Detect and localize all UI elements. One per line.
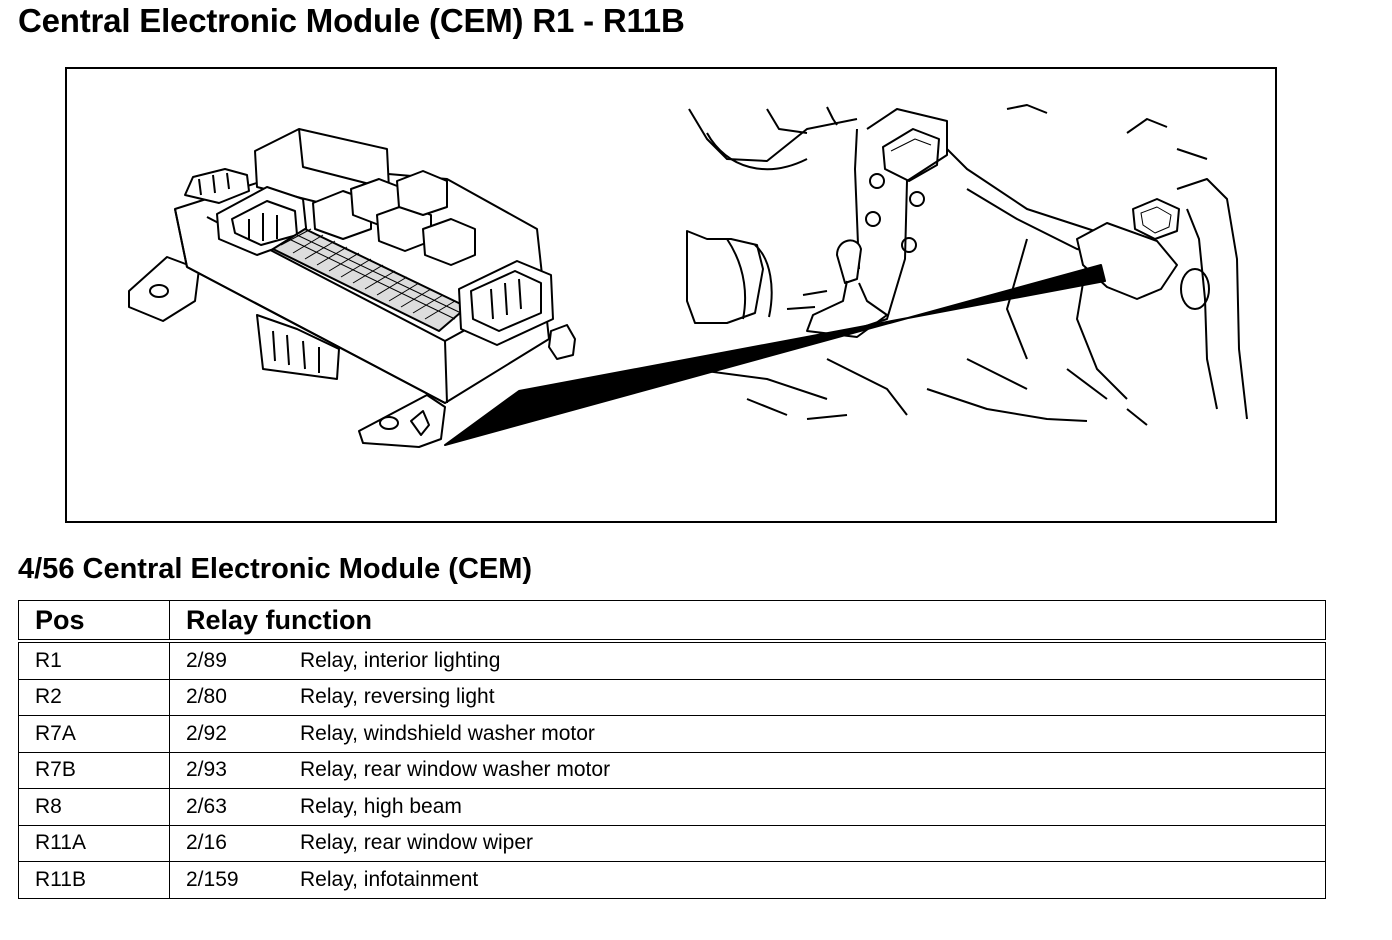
table-row: R11A 2/16 Relay, rear window wiper: [18, 824, 1326, 862]
table-row: R8 2/63 Relay, high beam: [18, 788, 1326, 826]
row-code: 2/63: [186, 794, 227, 818]
row-code: 2/93: [186, 758, 227, 782]
table-row: R7B 2/93 Relay, rear window washer motor: [18, 751, 1326, 789]
table-row: R2 2/80 Relay, reversing light: [18, 678, 1326, 716]
cem-illustration: [128, 104, 1248, 448]
row-pos: R8: [35, 794, 62, 818]
table-row: R11B 2/159 Relay, infotainment: [18, 861, 1326, 899]
cem-module-drawing: [128, 128, 576, 448]
row-code: 2/80: [186, 685, 227, 709]
row-code: 2/92: [186, 721, 227, 745]
table-row: R1 2/89 Relay, interior lighting: [18, 640, 1326, 680]
row-function: Relay, high beam: [300, 794, 462, 818]
row-pos: R2: [35, 685, 62, 709]
row-pos: R11A: [35, 831, 86, 855]
row-pos: R11B: [35, 867, 86, 891]
pointer-arrow: [444, 264, 1106, 446]
row-pos: R7B: [35, 758, 76, 782]
vehicle-interior-drawing: [686, 104, 1248, 426]
row-function: Relay, rear window washer motor: [300, 758, 611, 782]
header-relay-function: Relay function: [169, 600, 1326, 643]
row-function: Relay, windshield washer motor: [300, 721, 595, 745]
table-row: R7A 2/92 Relay, windshield washer motor: [18, 715, 1326, 753]
row-function: Relay, interior lighting: [300, 648, 501, 672]
row-code: 2/89: [186, 648, 227, 672]
section-title: 4/56 Central Electronic Module (CEM): [18, 553, 533, 585]
row-code: 2/159: [186, 867, 239, 891]
row-pos: R1: [35, 648, 62, 672]
row-code: 2/16: [186, 831, 227, 855]
row-function: Relay, infotainment: [300, 867, 479, 891]
table-header-row: Pos Relay function: [18, 600, 1326, 643]
page-title: Central Electronic Module (CEM) R1 - R11…: [18, 2, 685, 39]
row-pos: R7A: [35, 721, 76, 745]
header-pos: Pos: [18, 600, 170, 643]
row-function: Relay, reversing light: [300, 685, 495, 709]
relay-table: Pos Relay function R1 2/89 Relay, interio…: [18, 600, 1326, 899]
cem-location-figure: [65, 67, 1277, 523]
row-function: Relay, rear window wiper: [300, 831, 534, 855]
